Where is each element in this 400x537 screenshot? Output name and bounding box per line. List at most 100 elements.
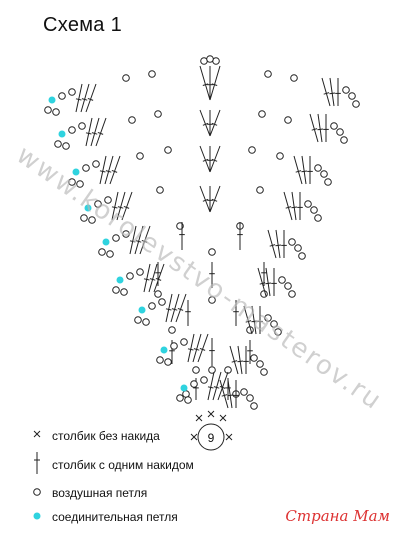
chain-stitch bbox=[324, 178, 332, 186]
double-crochet-stitch bbox=[257, 267, 267, 297]
chain-stitch bbox=[264, 70, 272, 78]
chain-stitch bbox=[33, 488, 41, 496]
double-crochet-crossbar bbox=[311, 128, 318, 131]
double-crochet-stitch bbox=[199, 65, 211, 101]
double-crochet-crossbar bbox=[99, 170, 106, 173]
single-crochet-stitch bbox=[225, 433, 233, 441]
double-crochet-crossbar bbox=[193, 348, 200, 351]
double-crochet-crossbar bbox=[75, 98, 82, 101]
double-crochet-stitch bbox=[291, 191, 297, 221]
chain-stitch bbox=[284, 116, 292, 124]
double-crochet-crossbar bbox=[211, 158, 218, 162]
single-crochet-stitch bbox=[33, 430, 41, 438]
chain-stitch bbox=[180, 338, 188, 346]
double-crochet-stitch bbox=[265, 267, 271, 297]
double-crochet-crossbar bbox=[129, 240, 136, 243]
double-crochet-stitch bbox=[90, 117, 100, 147]
double-crochet-crossbar bbox=[221, 394, 228, 397]
chain-stitch bbox=[288, 290, 296, 298]
chain-stitch bbox=[250, 402, 258, 410]
double-crochet-crossbar bbox=[117, 206, 124, 209]
slip-stitch bbox=[102, 238, 110, 246]
chain-stitch bbox=[44, 106, 52, 114]
double-crochet-crossbar bbox=[231, 360, 238, 363]
double-crochet-crossbar bbox=[171, 308, 178, 311]
chain-stitch bbox=[336, 128, 344, 136]
chain-stitch bbox=[142, 318, 150, 326]
chain-stitch bbox=[256, 360, 264, 368]
double-crochet-stitch bbox=[175, 293, 187, 323]
chain-stitch bbox=[176, 394, 184, 402]
double-crochet-crossbar bbox=[91, 132, 98, 135]
chain-stitch bbox=[68, 88, 76, 96]
double-crochet-stitch bbox=[99, 155, 107, 185]
double-crochet-stitch bbox=[283, 191, 293, 221]
chain-stitch bbox=[288, 238, 296, 246]
double-crochet-crossbar bbox=[213, 386, 220, 389]
chain-stitch bbox=[314, 164, 322, 172]
chain-stitch bbox=[348, 92, 356, 100]
double-crochet-stitch bbox=[192, 333, 202, 363]
double-crochet-crossbar bbox=[285, 206, 292, 209]
double-crochet-stitch bbox=[251, 305, 257, 335]
double-crochet-stitch bbox=[309, 113, 319, 143]
chain-stitch bbox=[156, 186, 164, 194]
chain-stitch bbox=[250, 354, 258, 362]
double-crochet-stitch bbox=[197, 333, 209, 363]
double-crochet-stitch bbox=[170, 293, 180, 323]
chain-stitch bbox=[168, 326, 176, 334]
double-crochet-crossbar bbox=[265, 282, 272, 285]
double-crochet-crossbar bbox=[317, 128, 324, 131]
chain-stitch bbox=[184, 396, 192, 404]
double-crochet-crossbar bbox=[85, 132, 92, 135]
double-crochet-crossbar bbox=[202, 83, 209, 86]
chain-stitch bbox=[148, 70, 156, 78]
chain-stitch bbox=[80, 214, 88, 222]
chain-stitch bbox=[112, 286, 120, 294]
double-crochet-stitch bbox=[148, 263, 158, 293]
double-crochet-crossbar bbox=[237, 360, 244, 363]
chain-stitch bbox=[128, 116, 136, 124]
double-crochet-stitch bbox=[199, 185, 211, 213]
chain-stitch bbox=[126, 272, 134, 280]
double-crochet-crossbar bbox=[81, 98, 88, 101]
double-crochet-stitch bbox=[209, 109, 221, 137]
chain-stitch bbox=[170, 342, 178, 350]
double-crochet-stitch bbox=[111, 191, 119, 221]
double-crochet-stitch bbox=[109, 155, 121, 185]
chain-stitch bbox=[330, 122, 338, 130]
chain-stitch bbox=[256, 186, 264, 194]
chain-stitch bbox=[190, 380, 198, 388]
chain-stitch bbox=[274, 328, 282, 336]
chain-stitch bbox=[62, 142, 70, 150]
double-crochet-crossbar bbox=[141, 239, 148, 243]
double-crochet-stitch bbox=[317, 113, 323, 143]
slip-stitch bbox=[33, 512, 41, 520]
chain-stitch bbox=[258, 110, 266, 118]
double-crochet-crossbar bbox=[123, 205, 130, 209]
chain-stitch bbox=[122, 74, 130, 82]
chain-stitch bbox=[260, 368, 268, 376]
chain-stitch bbox=[208, 296, 216, 304]
diagram-title: Схема 1 bbox=[43, 14, 122, 36]
double-crochet-stitch bbox=[212, 371, 222, 401]
double-crochet-crossbar bbox=[202, 122, 209, 126]
slip-stitch bbox=[48, 96, 56, 104]
chain-stitch bbox=[246, 394, 254, 402]
chain-stitch bbox=[310, 206, 318, 214]
double-crochet-crossbar bbox=[301, 170, 308, 173]
double-crochet-crossbar bbox=[259, 282, 266, 285]
chain-stitch bbox=[200, 376, 208, 384]
chain-stitch bbox=[340, 136, 348, 144]
double-crochet-stitch bbox=[95, 117, 107, 147]
chain-stitch bbox=[122, 230, 130, 238]
single-crochet-stitch bbox=[207, 410, 215, 418]
chain-stitch bbox=[94, 200, 102, 208]
chain-stitch bbox=[88, 216, 96, 224]
chain-stitch bbox=[148, 302, 156, 310]
double-crochet-crossbar bbox=[155, 277, 162, 281]
double-crochet-crossbar bbox=[111, 206, 118, 209]
double-crochet-stitch bbox=[209, 145, 221, 173]
legend-label-dc: столбик с одним накидом bbox=[52, 458, 194, 472]
